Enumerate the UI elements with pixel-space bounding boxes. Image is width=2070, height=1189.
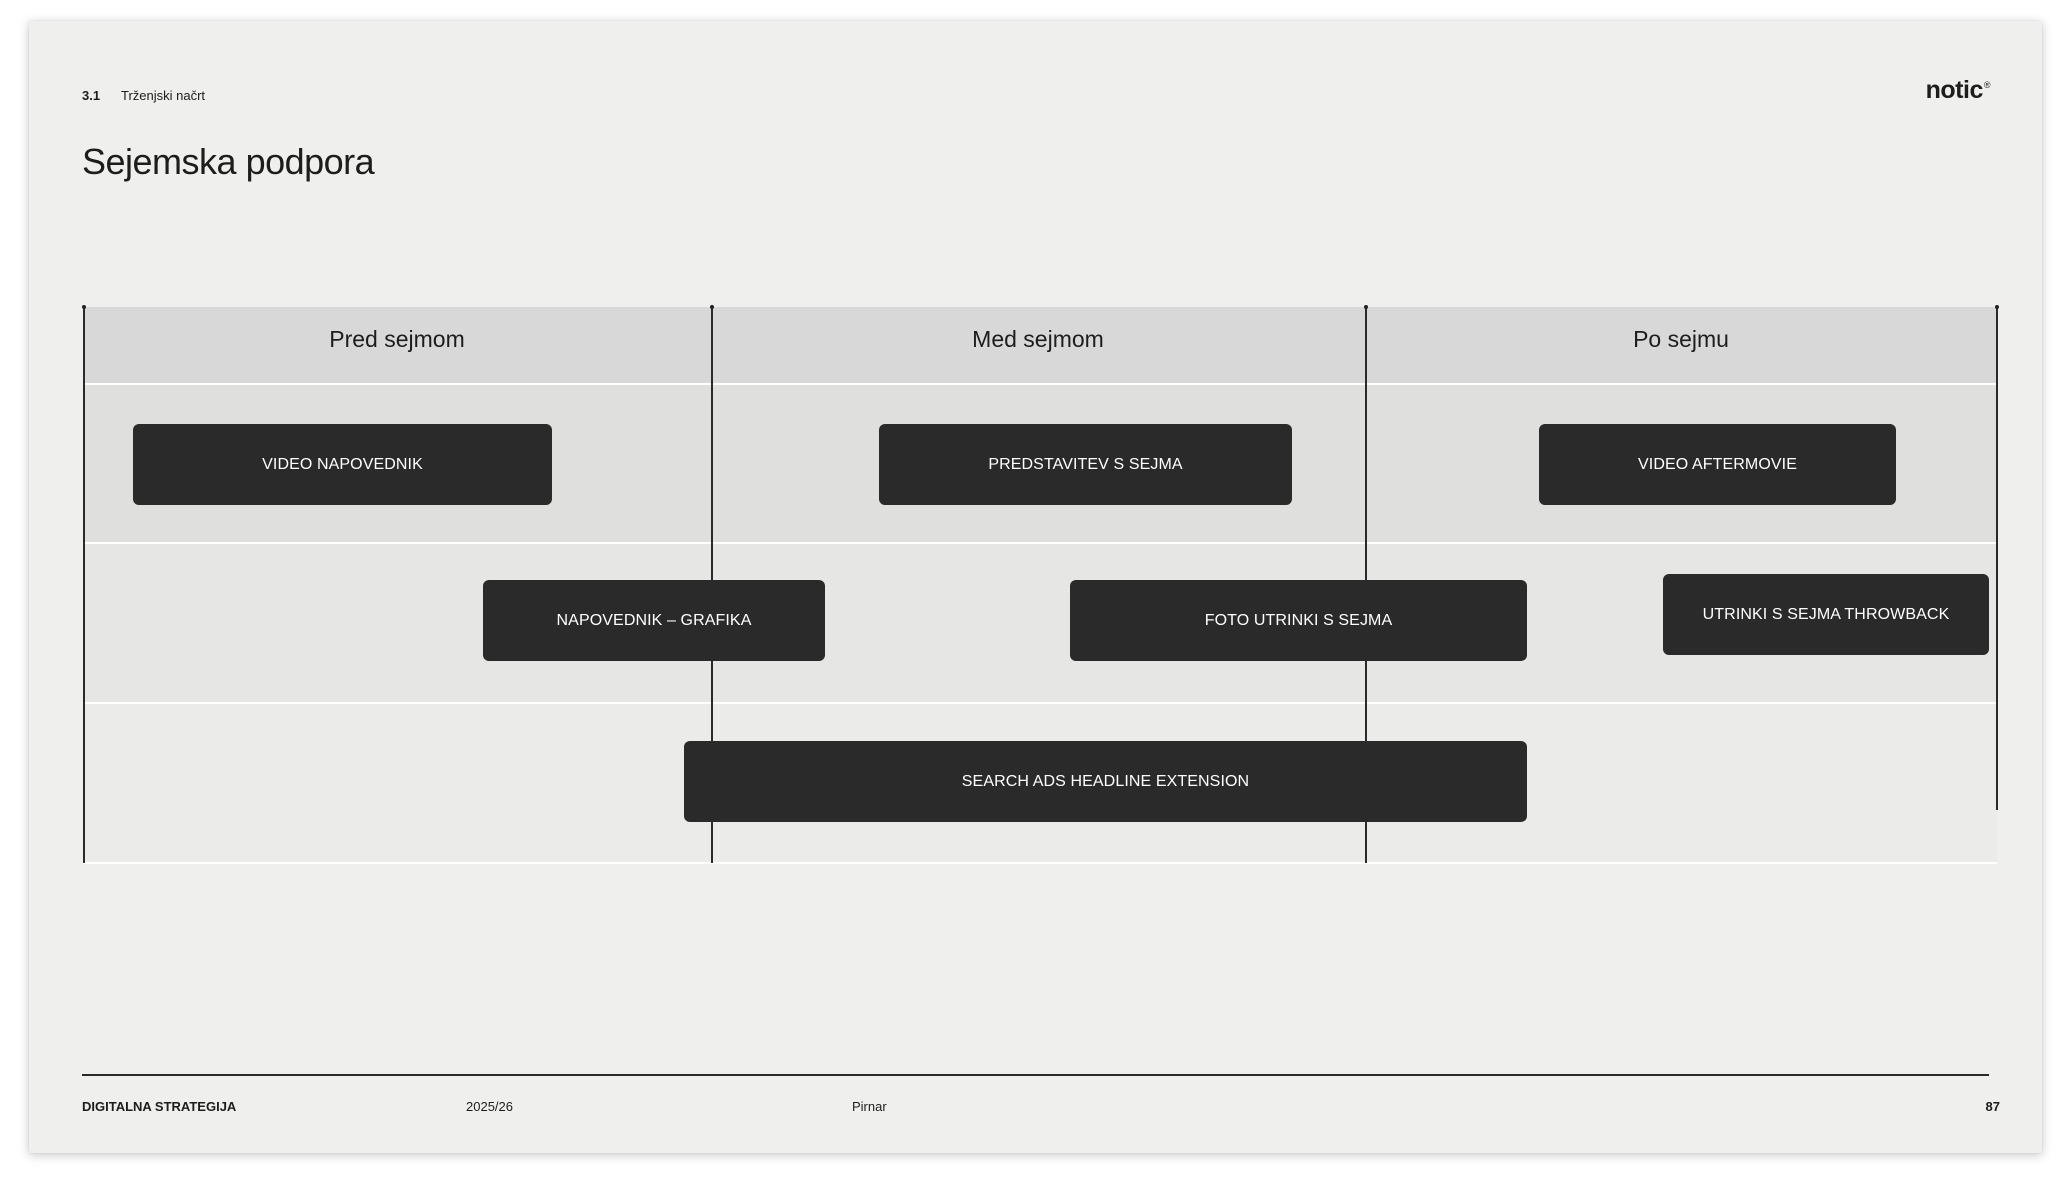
- timeline-marker: [82, 305, 86, 309]
- task-search-ads: SEARCH ADS HEADLINE EXTENSION: [684, 741, 1527, 822]
- page-title: Sejemska podpora: [82, 141, 375, 182]
- footer-divider: [82, 1074, 1989, 1076]
- phase-label-during: Med sejmom: [972, 326, 1104, 352]
- row-divider: [83, 542, 1997, 544]
- section-number: 3.1: [82, 88, 101, 103]
- notic-logo: notic®: [1925, 76, 1991, 105]
- row-divider: [83, 702, 1997, 704]
- section-title: Trženjski načrt: [121, 88, 206, 103]
- logo-text: notic: [1925, 76, 1984, 104]
- footer-document-title: DIGITALNA STRATEGIJA: [82, 1099, 237, 1114]
- footer-client: Pirnar: [852, 1099, 887, 1114]
- slide: 3.1 Trženjski načrt notic® Sejemska podp…: [29, 21, 2042, 1153]
- registered-mark: ®: [1983, 80, 1991, 90]
- timeline-marker: [710, 305, 714, 309]
- task-video-aftermovie: VIDEO AFTERMOVIE: [1539, 424, 1896, 505]
- phase-divider-end: [1996, 307, 1998, 810]
- timeline-grid: Pred sejmom Med sejmom Po sejmu VIDEO NA…: [82, 305, 1999, 887]
- task-predstavitev-s-sejma: PREDSTAVITEV S SEJMA: [879, 424, 1292, 505]
- row-divider: [83, 862, 1997, 864]
- timeline-marker: [1995, 305, 1999, 309]
- phase-header-band: [83, 307, 1997, 383]
- task-napovednik-grafika: NAPOVEDNIK – GRAFIKA: [483, 580, 825, 661]
- row-divider: [83, 383, 1997, 385]
- task-foto-utrinki: FOTO UTRINKI S SEJMA: [1070, 580, 1527, 661]
- phase-label-before: Pred sejmom: [329, 326, 465, 352]
- task-utrinki-throwback: UTRINKI S SEJMA THROWBACK: [1663, 574, 1989, 655]
- phase-divider-start: [83, 307, 85, 863]
- footer-page-number: 87: [1985, 1099, 2000, 1114]
- task-video-napovednik: VIDEO NAPOVEDNIK: [133, 424, 552, 505]
- phase-label-after: Po sejmu: [1633, 326, 1729, 352]
- footer-year: 2025/26: [466, 1099, 513, 1114]
- timeline-marker: [1364, 305, 1368, 309]
